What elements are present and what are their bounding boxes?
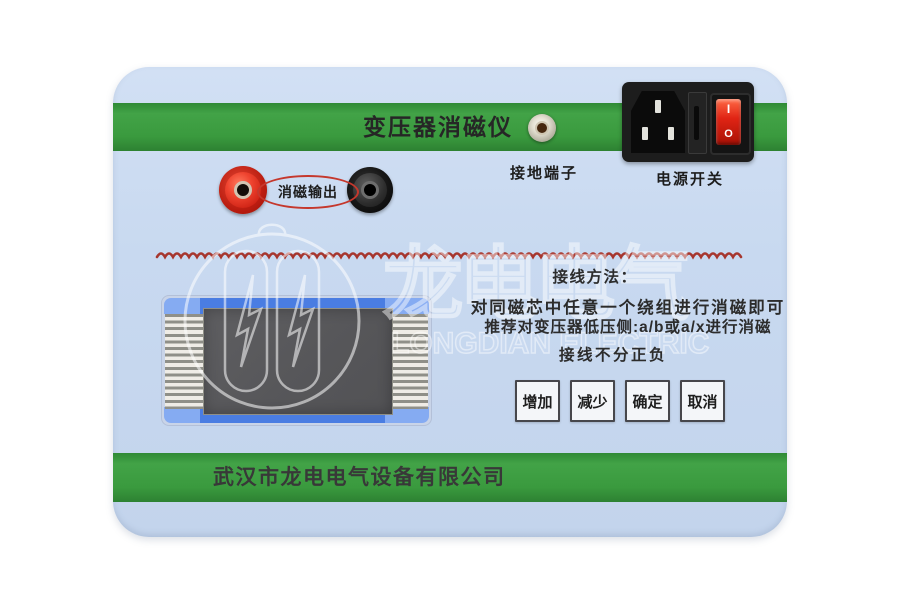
increase-button[interactable]: 增加 [515,380,560,422]
decrease-button[interactable]: 减少 [570,380,615,422]
iec-pin [642,127,648,140]
iec-inlet[interactable] [631,91,685,153]
lcd-display-module [161,295,432,426]
instructions-line-3: 接线不分正负 [558,347,667,364]
display-connector-stripes [389,314,428,409]
ground-terminal-label: 接地端子 [509,165,578,182]
ground-terminal[interactable] [528,114,556,142]
power-rocker-switch[interactable]: I O [716,99,741,145]
lcd-screen [203,308,393,415]
display-connector-stripes [165,314,204,409]
keypad: 增加 减少 确定 取消 [515,380,725,422]
power-entry-module: I O [622,82,754,162]
power-switch-label: 电源开关 [655,171,724,188]
switch-on-symbol: I [726,102,731,116]
company-name: 武汉市龙电电气设备有限公司 [213,466,506,489]
power-switch-frame: I O [710,93,751,155]
iec-pin [668,127,674,140]
iec-pin [655,100,661,113]
device-panel: 变压器消磁仪 接地端子 I O 电源开关 消磁输出 [113,67,787,537]
switch-off-symbol: O [724,128,733,140]
wavy-separator-line [155,252,743,260]
device-title: 变压器消磁仪 [363,114,513,140]
output-label: 消磁输出 [278,184,338,200]
instructions-heading: 接线方法： [552,269,638,286]
cancel-button[interactable]: 取消 [680,380,725,422]
confirm-button[interactable]: 确定 [625,380,670,422]
instructions-line-1: 对同磁芯中任意一个绕组进行消磁即可 [470,299,786,317]
fuse-holder[interactable] [688,92,707,154]
bottom-green-band [113,453,787,502]
output-label-ellipse: 消磁输出 [257,175,359,209]
instructions-line-2: 推荐对变压器低压侧:a/b或a/x进行消磁 [484,319,772,336]
